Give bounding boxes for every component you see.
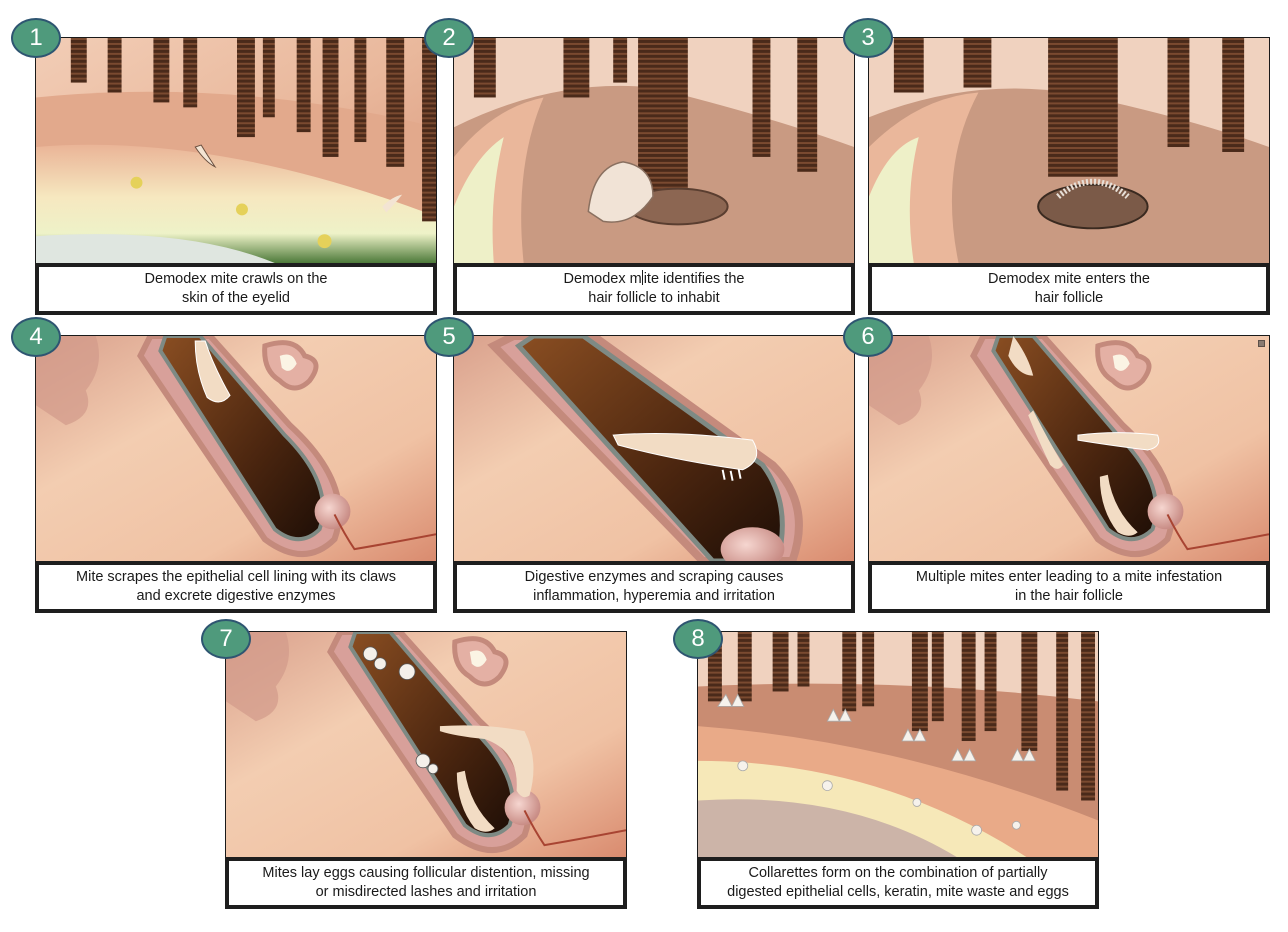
- step-number-badge-2: 2: [424, 18, 474, 58]
- caption-line: hair follicle: [1034, 290, 1104, 306]
- caption-line: and excrete digestive enzymes: [136, 588, 336, 604]
- step-caption-3: Demodex mite enters the hair follicle: [868, 263, 1270, 315]
- caption-line: Mite scrapes the epithelial cell lining …: [76, 569, 396, 585]
- caption-line: Multiple mites enter leading to a mite i…: [915, 569, 1223, 585]
- caption-line: inflammation, hyperemia and irritation: [533, 588, 775, 604]
- caption-line: in the hair follicle: [1015, 588, 1123, 604]
- caption-line: skin of the eyelid: [181, 290, 290, 306]
- step-number-badge-3: 3: [843, 18, 893, 58]
- illustration-follicle-single-mite: [35, 335, 437, 562]
- illustration-follicle-mites-eggs: [225, 631, 627, 858]
- caption-line: Collarettes form on the combination of p…: [748, 865, 1048, 881]
- caption-line: or misdirected lashes and irritation: [315, 884, 537, 900]
- step-caption-5: Digestive enzymes and scraping causes in…: [453, 561, 855, 613]
- minimize-icon[interactable]: [1258, 340, 1265, 347]
- step-caption-6: Multiple mites enter leading to a mite i…: [868, 561, 1270, 613]
- step-number-badge-6: 6: [843, 317, 893, 357]
- step-number-badge-4: 4: [11, 317, 61, 357]
- step-panel-1: Demodex mite crawls on the skin of the e…: [35, 37, 437, 315]
- caption-line: digested epithelial cells, keratin, mite…: [727, 884, 1069, 900]
- illustration-follicle-multiple-mites: [868, 335, 1270, 562]
- caption-line: Demodex mite enters the: [988, 271, 1150, 287]
- step-number-badge-8: 8: [673, 619, 723, 659]
- illustration-follicle-opening: [453, 37, 855, 264]
- step-panel-4: Mite scrapes the epithelial cell lining …: [35, 335, 437, 613]
- step-caption-1: Demodex mite crawls on the skin of the e…: [35, 263, 437, 315]
- illustration-mite-entering-follicle: [868, 37, 1270, 264]
- step-panel-7: Mites lay eggs causing follicular disten…: [225, 631, 627, 909]
- caption-line: hair follicle to inhabit: [588, 290, 720, 306]
- caption-line: Digestive enzymes and scraping causes: [524, 569, 784, 585]
- text-cursor: [642, 270, 644, 285]
- step-panel-3: Demodex mite enters the hair follicle: [868, 37, 1270, 315]
- step-panel-5: Digestive enzymes and scraping causes in…: [453, 335, 855, 613]
- step-panel-8: Collarettes form on the combination of p…: [697, 631, 1099, 909]
- step-number-badge-1: 1: [11, 18, 61, 58]
- caption-line: Mites lay eggs causing follicular disten…: [262, 865, 590, 881]
- step-number-badge-7: 7: [201, 619, 251, 659]
- caption-line: Demodex mite crawls on the: [144, 271, 328, 287]
- step-number-badge-5: 5: [424, 317, 474, 357]
- illustration-lashes-collarettes: [697, 631, 1099, 858]
- step-caption-7: Mites lay eggs causing follicular disten…: [225, 857, 627, 909]
- step-caption-8: Collarettes form on the combination of p…: [697, 857, 1099, 909]
- illustration-eyelid-skin: [35, 37, 437, 264]
- step-panel-6: Multiple mites enter leading to a mite i…: [868, 335, 1270, 613]
- illustration-follicle-mite-closeup: [453, 335, 855, 562]
- step-caption-4: Mite scrapes the epithelial cell lining …: [35, 561, 437, 613]
